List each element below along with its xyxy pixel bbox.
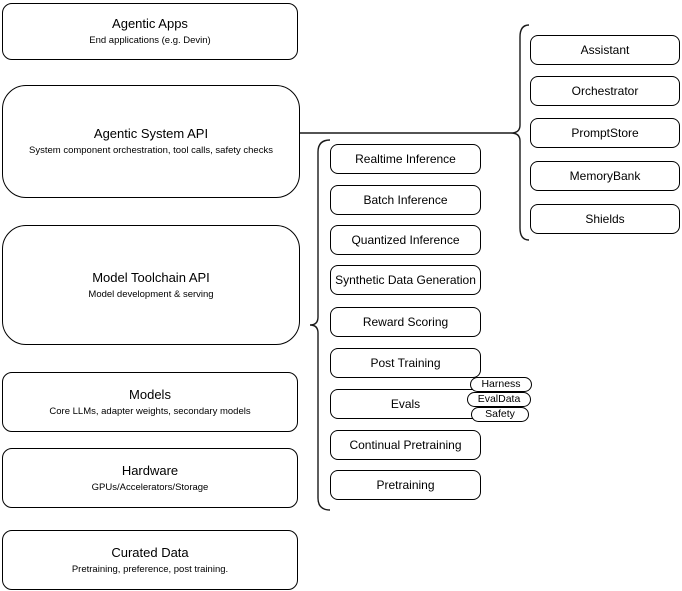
node-models: Models Core LLMs, adapter weights, secon… <box>2 372 298 432</box>
component-label: PromptStore <box>571 126 639 140</box>
service-label: Continual Pretraining <box>349 438 462 452</box>
service-pretraining: Pretraining <box>330 470 481 500</box>
node-curated-data: Curated Data Pretraining, preference, po… <box>2 530 298 590</box>
node-title: Curated Data <box>111 544 189 560</box>
service-label: Synthetic Data Generation <box>335 273 476 287</box>
system-components-brace <box>510 24 530 241</box>
component-label: Shields <box>585 212 625 226</box>
node-subtitle: GPUs/Accelerators/Storage <box>91 481 209 493</box>
node-title: Agentic System API <box>93 126 209 141</box>
service-batch-inference: Batch Inference <box>330 185 481 215</box>
node-title: Models <box>129 386 171 402</box>
service-label: Post Training <box>370 356 441 370</box>
component-memorybank: MemoryBank <box>530 161 680 191</box>
node-subtitle: System component orchestration, tool cal… <box>29 145 273 156</box>
node-subtitle: End applications (e.g. Devin) <box>89 35 211 46</box>
node-model-toolchain-api: Model Toolchain API Model development & … <box>2 225 300 345</box>
service-realtime-inference: Realtime Inference <box>330 144 481 174</box>
service-continual-pretraining: Continual Pretraining <box>330 430 481 460</box>
service-synthetic-data-generation: Synthetic Data Generation <box>330 265 481 295</box>
component-orchestrator: Orchestrator <box>530 76 680 106</box>
node-title: Agentic Apps <box>112 16 188 31</box>
component-assistant: Assistant <box>530 35 680 65</box>
service-label: Pretraining <box>376 478 435 492</box>
service-post-training: Post Training <box>330 348 481 378</box>
eval-tag-harness: Harness <box>470 377 532 392</box>
service-label: Quantized Inference <box>351 233 460 247</box>
node-hardware: Hardware GPUs/Accelerators/Storage <box>2 448 298 508</box>
node-subtitle: Core LLMs, adapter weights, secondary mo… <box>49 405 251 417</box>
node-title: Model Toolchain API <box>92 269 210 285</box>
tag-label: Harness <box>481 378 521 390</box>
toolchain-services-brace <box>309 139 331 511</box>
service-label: Reward Scoring <box>362 315 449 329</box>
eval-tag-evaldata: EvalData <box>467 392 531 407</box>
component-promptstore: PromptStore <box>530 118 680 148</box>
service-label: Batch Inference <box>363 193 448 207</box>
service-quantized-inference: Quantized Inference <box>330 225 481 255</box>
component-label: MemoryBank <box>569 169 641 183</box>
component-shields: Shields <box>530 204 680 234</box>
node-agentic-system-api: Agentic System API System component orch… <box>2 85 300 198</box>
node-subtitle: Model development & serving <box>88 288 214 300</box>
component-label: Assistant <box>580 43 630 57</box>
node-subtitle: Pretraining, preference, post training. <box>71 563 229 575</box>
node-title: Hardware <box>121 462 179 478</box>
tag-label: EvalData <box>477 393 521 405</box>
service-label: Realtime Inference <box>355 152 456 166</box>
node-agentic-apps: Agentic Apps End applications (e.g. Devi… <box>2 3 298 60</box>
component-label: Orchestrator <box>571 84 639 98</box>
eval-tag-safety: Safety <box>471 407 529 422</box>
service-label: Evals <box>390 397 421 411</box>
service-reward-scoring: Reward Scoring <box>330 307 481 337</box>
service-evals: Evals <box>330 389 481 419</box>
tag-label: Safety <box>485 408 515 420</box>
